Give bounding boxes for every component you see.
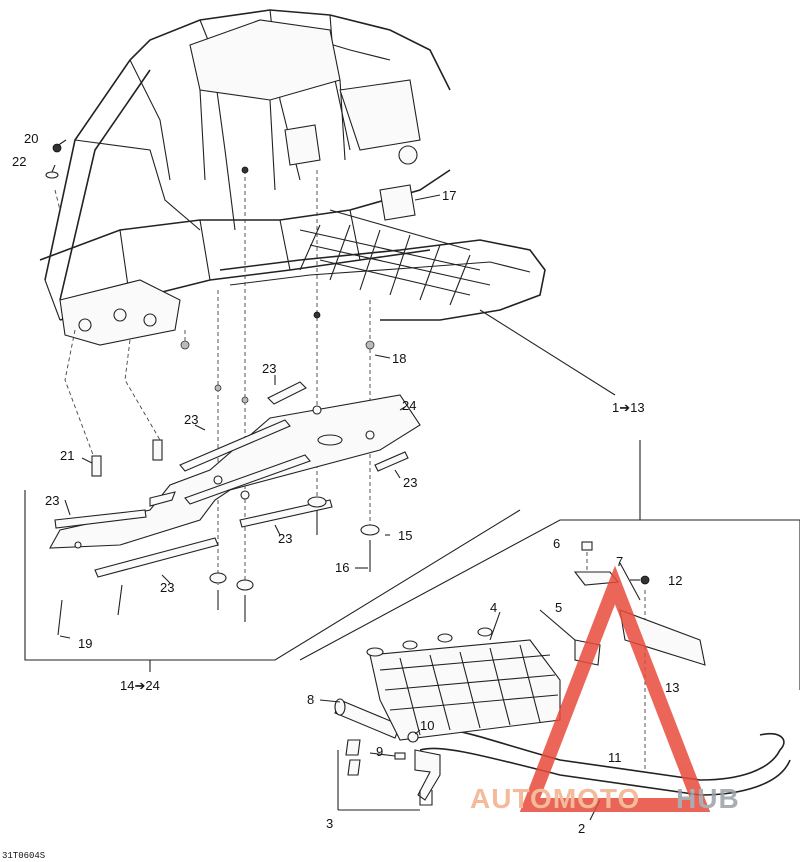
callout-2: 2 [578, 821, 585, 836]
callout-23b: 23 [184, 412, 198, 427]
callout-5: 5 [555, 600, 562, 615]
callout-20: 20 [24, 131, 38, 146]
callout-12: 12 [668, 573, 682, 588]
vehicle-frame [39, 9, 546, 346]
drawing-code: 31T0604S [2, 851, 45, 861]
fasteners-lower [45, 143, 380, 636]
callout-16: 16 [335, 560, 349, 575]
callout-23d: 23 [45, 493, 59, 508]
warning-triangle-icon [519, 565, 711, 812]
callout-18: 18 [392, 351, 406, 366]
callout-9: 9 [376, 744, 383, 759]
callout-3: 3 [326, 816, 333, 831]
callout-24: 24 [402, 398, 416, 413]
callout-11: 11 [608, 750, 622, 765]
callout-14-24: 14➔24 [120, 678, 160, 693]
callout-22: 22 [12, 154, 26, 169]
watermark-text-hub: HUB [676, 783, 740, 814]
footrest-assembly [334, 541, 791, 811]
callout-labels: 1➔13 14➔24 17 18 20 22 23 24 23 21 23 23… [2, 131, 682, 861]
callout-7: 7 [616, 554, 623, 569]
callout-23e: 23 [278, 531, 292, 546]
callout-21: 21 [60, 448, 74, 463]
callout-1-13: 1➔13 [612, 400, 645, 415]
callout-23a: 23 [262, 361, 276, 376]
callout-13: 13 [665, 680, 679, 695]
callout-17: 17 [442, 188, 456, 203]
callout-15: 15 [398, 528, 412, 543]
callout-19: 19 [78, 636, 92, 651]
callout-10: 10 [420, 718, 434, 733]
callout-23f: 23 [160, 580, 174, 595]
callout-6: 6 [553, 536, 560, 551]
callout-23c: 23 [403, 475, 417, 490]
group-borders [24, 440, 800, 690]
callout-8: 8 [307, 692, 314, 707]
skid-plate [49, 394, 421, 549]
watermark-text-automoto: AUTOMOTO [470, 783, 640, 814]
watermark-logo: AUTOMOTO HUB [470, 565, 740, 814]
callout-4: 4 [490, 600, 497, 615]
skid-strips [54, 381, 409, 578]
